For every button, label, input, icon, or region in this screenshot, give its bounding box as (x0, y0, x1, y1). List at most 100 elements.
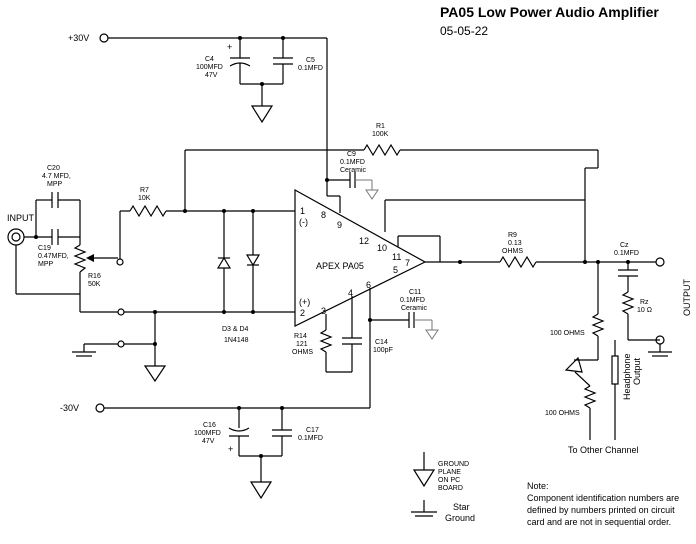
svg-text:0.1MFD: 0.1MFD (614, 250, 639, 257)
svg-text:OHMS: OHMS (502, 248, 523, 255)
svg-text:BOARD: BOARD (438, 485, 463, 492)
svg-text:Star: Star (453, 502, 470, 512)
svg-text:Ceramic: Ceramic (401, 305, 428, 312)
svg-text:Ground: Ground (445, 513, 475, 523)
diodes-d3-d4: D3 & D4 1N4148 (216, 211, 261, 344)
svg-text:R1: R1 (376, 123, 385, 130)
svg-text:OHMS: OHMS (292, 349, 313, 356)
svg-text:PLANE: PLANE (438, 469, 461, 476)
page-date: 05-05-22 (440, 24, 488, 38)
note-line-1: Component identification numbers are (527, 493, 679, 503)
svg-text:+: + (228, 444, 233, 454)
svg-text:0.1MFD: 0.1MFD (400, 297, 425, 304)
compensation-network: R14 121 OHMS C14 100pF C11 0.1MFD Cerami… (292, 288, 439, 408)
svg-text:1: 1 (300, 206, 305, 216)
page-title: PA05 Low Power Audio Amplifier (440, 4, 659, 20)
input-jack (7, 228, 25, 246)
note-line-3: card and are not in sequential order. (527, 517, 671, 527)
output-label: OUTPUT (682, 279, 692, 317)
capacitor-c17: C17 0.1MFD (272, 408, 323, 456)
svg-text:C11: C11 (409, 289, 421, 296)
svg-text:D3 & D4: D3 & D4 (222, 326, 249, 333)
svg-text:4: 4 (348, 288, 353, 298)
capacitor-c20: C20 4.7 MFD, MPP (42, 165, 81, 237)
svg-text:Ceramic: Ceramic (340, 167, 367, 174)
capacitor-c9: C9 0.1MFD Ceramic (325, 151, 379, 200)
note-block: Note: Component identification numbers a… (527, 481, 679, 527)
svg-text:0.1MFD: 0.1MFD (298, 435, 323, 442)
svg-text:Cz: Cz (620, 242, 629, 249)
output-terminal (655, 257, 665, 267)
svg-text:+: + (227, 42, 232, 52)
svg-text:0.1MFD: 0.1MFD (298, 65, 323, 72)
resistor-r7: R7 10K (120, 187, 295, 218)
svg-text:R9: R9 (508, 232, 517, 239)
svg-text:(+): (+) (299, 297, 310, 307)
svg-text:121: 121 (296, 341, 308, 348)
svg-text:C20: C20 (47, 165, 60, 172)
svg-text:C19: C19 (38, 245, 51, 252)
svg-text:100 OHMS: 100 OHMS (550, 330, 585, 337)
negative-rail: -30V (60, 403, 370, 413)
note-heading: Note: (527, 481, 549, 491)
svg-text:C5: C5 (306, 57, 315, 64)
svg-text:C14: C14 (375, 339, 388, 346)
note-line-2: defined by numbers printed on circuit (527, 505, 675, 515)
svg-text:11: 11 (392, 252, 401, 262)
opamp-name: APEX PA05 (316, 261, 364, 271)
svg-text:47V: 47V (202, 438, 215, 445)
svg-text:12: 12 (359, 236, 369, 246)
svg-text:6: 6 (366, 280, 371, 290)
resistor-r1: R1 100K (184, 123, 599, 262)
zobel-network: Cz 0.1MFD Rz 10 Ω (614, 242, 660, 341)
pos-rail-terminal (99, 33, 109, 43)
svg-text:0.13: 0.13 (508, 240, 522, 247)
svg-text:100pF: 100pF (373, 347, 393, 354)
headphone-jack: Headphone Output (611, 340, 642, 440)
svg-text:GROUND: GROUND (438, 461, 469, 468)
svg-text:R14: R14 (294, 333, 307, 340)
svg-text:1N4148: 1N4148 (224, 337, 249, 344)
svg-text:Headphone: Headphone (622, 353, 632, 400)
svg-text:100MFD: 100MFD (196, 64, 223, 71)
capacitor-c19: C19 0.47MFD, MPP (38, 229, 80, 268)
pos-rail-label: +30V (68, 33, 89, 43)
svg-text:Output: Output (632, 357, 642, 385)
input-section: INPUT (7, 199, 80, 295)
svg-text:8: 8 (321, 210, 326, 220)
svg-text:C16: C16 (203, 422, 216, 429)
svg-text:R7: R7 (140, 187, 149, 194)
input-label: INPUT (7, 213, 35, 223)
svg-text:C4: C4 (205, 56, 214, 63)
neg-rail-label: -30V (60, 403, 79, 413)
opamp-pa05: APEX PA05 1 (-) 2 (+) 8 9 12 10 11 7 5 6… (294, 188, 427, 327)
ground-symbol-top (250, 105, 274, 124)
svg-text:(-): (-) (299, 217, 308, 227)
svg-text:Rz: Rz (640, 299, 649, 306)
svg-text:5: 5 (393, 265, 398, 275)
ground-legend: GROUND PLANE ON PC BOARD Star Ground (411, 452, 475, 523)
svg-text:C9: C9 (347, 151, 356, 158)
svg-text:50K: 50K (88, 281, 101, 288)
svg-text:MPP: MPP (38, 261, 54, 268)
svg-text:9: 9 (337, 220, 342, 230)
svg-text:ON PC: ON PC (438, 477, 460, 484)
svg-text:0.1MFD: 0.1MFD (340, 159, 365, 166)
opamp-triangle (294, 188, 427, 327)
other-channel-label: To Other Channel (568, 445, 639, 455)
capacitor-c4: + C4 100MFD 47V (196, 38, 251, 84)
potentiometer-r16: R16 50K (73, 237, 124, 294)
svg-text:100 OHMS: 100 OHMS (545, 410, 580, 417)
svg-text:0.47MFD,: 0.47MFD, (38, 253, 69, 260)
headphone-resistors: 100 OHMS 100 OHMS (545, 262, 605, 440)
ground-symbol-bottom (249, 481, 273, 500)
svg-text:10 Ω: 10 Ω (637, 307, 652, 314)
svg-text:10: 10 (377, 243, 387, 253)
svg-text:7: 7 (405, 258, 410, 268)
svg-text:47V: 47V (205, 72, 218, 79)
svg-text:R16: R16 (88, 273, 101, 280)
svg-text:10K: 10K (138, 195, 151, 202)
capacitor-c5: C5 0.1MFD (273, 38, 323, 84)
svg-text:MPP: MPP (47, 181, 63, 188)
